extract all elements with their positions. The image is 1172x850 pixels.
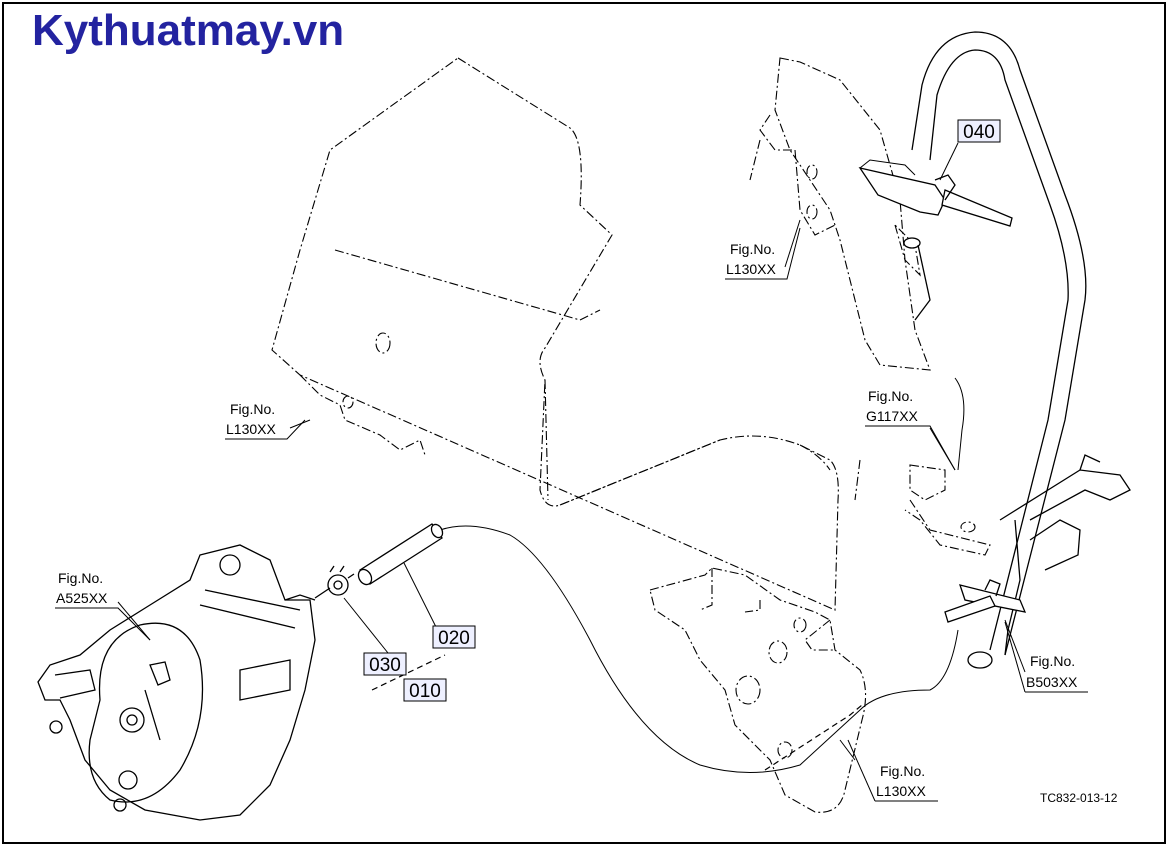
starter-motor	[37, 544, 331, 821]
fig-ref-a525[interactable]: Fig.No. A525XX	[55, 570, 151, 641]
hand-rail	[911, 31, 1131, 669]
part-number-040[interactable]: 040	[957, 119, 1001, 143]
lower-bracket-plate	[649, 567, 867, 813]
svg-text:040: 040	[963, 122, 995, 143]
terminal-030	[327, 565, 355, 596]
svg-text:Fig.No.: Fig.No.	[1030, 653, 1075, 669]
svg-text:A525XX: A525XX	[56, 590, 108, 606]
brand-logo: Kythuatmay.vn	[32, 6, 345, 55]
leader-lines	[117, 142, 1026, 761]
svg-text:L130XX: L130XX	[726, 261, 776, 277]
part-number-020[interactable]: 020	[432, 625, 476, 649]
svg-text:Fig.No.: Fig.No.	[880, 763, 925, 779]
svg-text:030: 030	[369, 655, 401, 676]
svg-text:020: 020	[438, 628, 470, 649]
cable-tie-lower	[944, 579, 1027, 623]
svg-text:B503XX: B503XX	[1026, 674, 1078, 690]
svg-text:L130XX: L130XX	[226, 421, 276, 437]
fig-ref-b503[interactable]: Fig.No. B503XX	[1004, 621, 1088, 693]
drawing-code: TC832-013-12	[1040, 791, 1118, 805]
cable-tie-upper	[858, 159, 1013, 321]
fig-ref-l130-top[interactable]: Fig.No. L130XX	[725, 227, 801, 280]
fig-ref-g117[interactable]: Fig.No. G117XX	[865, 388, 956, 471]
upper-pillar-bracket	[749, 57, 931, 371]
svg-text:Fig.No.: Fig.No.	[230, 401, 275, 417]
g117-bracket	[904, 377, 991, 556]
svg-text:L130XX: L130XX	[876, 783, 926, 799]
svg-text:Fig.No.: Fig.No.	[868, 388, 913, 404]
svg-text:G117XX: G117XX	[866, 408, 919, 424]
svg-text:Fig.No.: Fig.No.	[730, 241, 775, 257]
fender-panel	[271, 57, 861, 611]
fig-ref-l130-bottom[interactable]: Fig.No. L130XX	[847, 739, 938, 802]
part-number-010[interactable]: 010	[403, 678, 447, 702]
svg-text:Fig.No.: Fig.No.	[58, 570, 103, 586]
fig-ref-l130-mid[interactable]: Fig.No. L130XX	[225, 401, 306, 440]
wire-harness	[439, 525, 959, 773]
tube-020	[357, 523, 444, 586]
svg-text:010: 010	[409, 681, 441, 702]
part-number-030[interactable]: 030	[363, 652, 407, 676]
